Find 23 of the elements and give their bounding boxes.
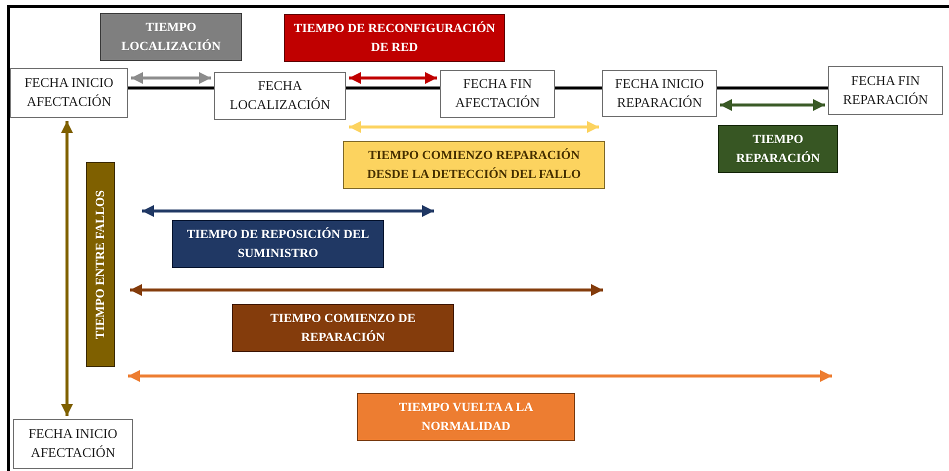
duration-box: TIEMPO REPARACIÓN xyxy=(718,125,838,173)
date-box: FECHA INICIO AFECTACIÓN xyxy=(13,419,133,469)
duration-box: TIEMPO ENTRE FALLOS xyxy=(86,162,115,367)
double-arrow xyxy=(349,121,599,133)
connector-line xyxy=(555,86,602,90)
connector-line xyxy=(346,86,440,90)
date-box: FECHA FIN AFECTACIÓN xyxy=(440,70,555,118)
double-arrow xyxy=(61,121,73,416)
date-box: FECHA LOCALIZACIÓN xyxy=(214,72,346,120)
duration-box: TIEMPO DE RECONFIGURACIÓN DE RED xyxy=(284,14,505,62)
date-box: FECHA INICIO AFECTACIÓN xyxy=(10,68,128,118)
duration-box: TIEMPO VUELTA A LA NORMALIDAD xyxy=(357,393,575,441)
double-arrow xyxy=(720,99,825,111)
date-box: FECHA FIN REPARACIÓN xyxy=(828,66,943,115)
double-arrow xyxy=(349,72,437,84)
date-box: FECHA INICIO REPARACIÓN xyxy=(602,70,717,117)
double-arrow xyxy=(131,72,211,84)
duration-box: TIEMPO COMIENZO REPARACIÓN DESDE LA DETECCIÓN DEL FALLO xyxy=(343,141,605,189)
connector-line xyxy=(717,86,828,90)
connector-line xyxy=(128,86,214,90)
duration-box: TIEMPO DE REPOSICIÓN DEL SUMINISTRO xyxy=(172,220,384,268)
duration-box: TIEMPO LOCALIZACIÓN xyxy=(100,13,242,61)
duration-box: TIEMPO COMIENZO DE REPARACIÓN xyxy=(232,304,454,352)
